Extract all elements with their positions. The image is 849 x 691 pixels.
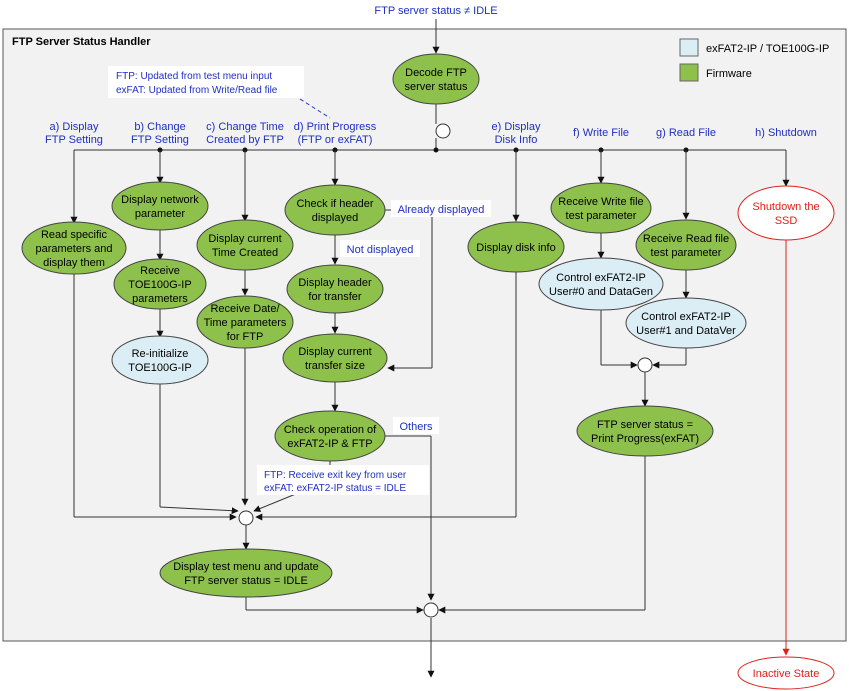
svg-text:displayed: displayed [312, 212, 358, 224]
note-top-line-1: FTP: Updated from test menu input [116, 71, 272, 82]
merge-junction-left [238, 510, 254, 526]
merge-junction-right [637, 357, 653, 373]
svg-text:parameters and: parameters and [35, 243, 112, 255]
svg-text:for FTP: for FTP [227, 331, 264, 343]
legend-fw-swatch [679, 63, 699, 82]
node-display-menu: Display test menu and update FTP server … [159, 548, 333, 598]
branch-a-label-1: a) Display [50, 121, 99, 133]
branch-d-label-2: (FTP or exFAT) [298, 134, 373, 146]
node-control-read[interactable]: Control exFAT2-IP User#1 and DataVer [625, 297, 747, 349]
label-already-displayed: Already displayed [398, 204, 485, 216]
svg-text:test parameter: test parameter [651, 247, 722, 259]
legend-ip-swatch [679, 38, 699, 57]
branch-c-label-1: c) Change Time [206, 121, 284, 133]
node-inactive-state: Inactive State [737, 656, 835, 690]
node-check-operation: Check operation of exFAT2-IP & FTP [274, 410, 386, 462]
svg-text:Display current: Display current [208, 233, 281, 245]
entry-condition-label: FTP server status ≠ IDLE [374, 5, 497, 17]
svg-text:Shutdown the: Shutdown the [752, 201, 819, 213]
svg-text:Receive Read file: Receive Read file [643, 233, 729, 245]
node-display-header: Display header for transfer [286, 264, 384, 314]
node-receive-write: Receive Write file test parameter [550, 182, 652, 234]
svg-text:parameter: parameter [135, 208, 185, 220]
svg-text:Print Progress(exFAT): Print Progress(exFAT) [591, 433, 699, 445]
branch-b-label-1: b) Change [134, 121, 185, 133]
branch-labels: a) Display FTP Setting b) Change FTP Set… [45, 121, 817, 146]
svg-text:transfer size: transfer size [305, 360, 365, 372]
node-read-specific: Read specific parameters and display the… [21, 221, 127, 275]
svg-text:Control exFAT2-IP: Control exFAT2-IP [641, 311, 731, 323]
node-receive-date: Receive Date/ Time parameters for FTP [196, 295, 294, 349]
note-exit-box [257, 465, 429, 495]
branch-e-label-2: Disk Info [495, 134, 538, 146]
branch-h-label: h) Shutdown [755, 127, 817, 139]
svg-text:Inactive State: Inactive State [753, 668, 820, 680]
branch-d-label-1: d) Print Progress [294, 121, 377, 133]
connectors [70, 19, 790, 678]
svg-text:for transfer: for transfer [308, 291, 362, 303]
branch-g-label: g) Read File [656, 127, 716, 139]
node-display-time: Display current Time Created [196, 219, 294, 271]
node-display-disk: Display disk info [467, 221, 565, 273]
node-receive-read: Receive Read file test parameter [635, 219, 737, 271]
node-display-network: Display network parameter [111, 181, 209, 231]
svg-text:Read specific: Read specific [41, 229, 108, 241]
svg-text:display them: display them [43, 257, 105, 269]
svg-text:Decode FTP: Decode FTP [405, 67, 467, 79]
note-exit-line-2: exFAT: exFAT2-IP status = IDLE [264, 483, 406, 494]
svg-text:Time parameters: Time parameters [204, 317, 287, 329]
svg-text:Display disk info: Display disk info [476, 242, 555, 254]
svg-text:Check if header: Check if header [296, 198, 373, 210]
branch-b-label-2: FTP Setting [131, 134, 189, 146]
legend-fw-label: Firmware [706, 68, 752, 80]
svg-text:Display test menu and update: Display test menu and update [173, 561, 319, 573]
svg-text:Receive Write file: Receive Write file [558, 196, 643, 208]
node-receive-toe: Receive TOE100G-IP parameters [113, 258, 207, 310]
svg-text:Display header: Display header [298, 277, 372, 289]
node-shutdown: Shutdown the SSD [737, 185, 835, 241]
svg-text:FTP server status =: FTP server status = [597, 419, 693, 431]
svg-text:Time Created: Time Created [212, 247, 278, 259]
branch-f-label: f) Write File [573, 127, 629, 139]
svg-text:FTP server status = IDLE: FTP server status = IDLE [184, 575, 308, 587]
decode-junction [435, 123, 451, 139]
node-decode: Decode FTP server status [392, 53, 480, 105]
svg-text:User#1 and DataVer: User#1 and DataVer [636, 325, 736, 337]
svg-text:Display current: Display current [298, 346, 371, 358]
node-check-header: Check if header displayed [284, 184, 386, 236]
svg-text:TOE100G-IP: TOE100G-IP [128, 279, 191, 291]
svg-text:Check operation of: Check operation of [284, 424, 377, 436]
label-not-displayed: Not displayed [347, 244, 414, 256]
svg-text:User#0 and DataGen: User#0 and DataGen [549, 286, 653, 298]
svg-text:test parameter: test parameter [566, 210, 637, 222]
svg-text:Display network: Display network [121, 194, 199, 206]
svg-text:TOE100G-IP: TOE100G-IP [128, 362, 191, 374]
node-control-write[interactable]: Control exFAT2-IP User#0 and DataGen [538, 257, 664, 311]
note-top-line-2: exFAT: Updated from Write/Read file [116, 85, 278, 96]
note-top-box [108, 66, 304, 98]
note-exit-line-1: FTP: Receive exit key from user [264, 470, 407, 481]
branch-e-label-1: e) Display [492, 121, 541, 133]
node-ftp-status-print: FTP server status = Print Progress(exFAT… [576, 405, 714, 457]
svg-text:parameters: parameters [132, 293, 188, 305]
frame-title: FTP Server Status Handler [12, 36, 151, 48]
svg-text:Re-initialize: Re-initialize [132, 348, 189, 360]
label-others: Others [399, 421, 433, 433]
node-display-size: Display current transfer size [282, 333, 388, 383]
branch-a-label-2: FTP Setting [45, 134, 103, 146]
exit-junction [423, 602, 439, 618]
svg-text:Receive Date/: Receive Date/ [210, 303, 280, 315]
svg-text:Receive: Receive [140, 265, 180, 277]
svg-text:server status: server status [405, 81, 468, 93]
svg-text:SSD: SSD [775, 215, 798, 227]
branch-c-label-2: Created by FTP [206, 134, 284, 146]
legend-ip-label: exFAT2-IP / TOE100G-IP [706, 43, 829, 55]
svg-text:exFAT2-IP & FTP: exFAT2-IP & FTP [287, 438, 372, 450]
node-reinit-toe[interactable]: Re-initialize TOE100G-IP [111, 335, 209, 385]
svg-text:Control exFAT2-IP: Control exFAT2-IP [556, 272, 646, 284]
